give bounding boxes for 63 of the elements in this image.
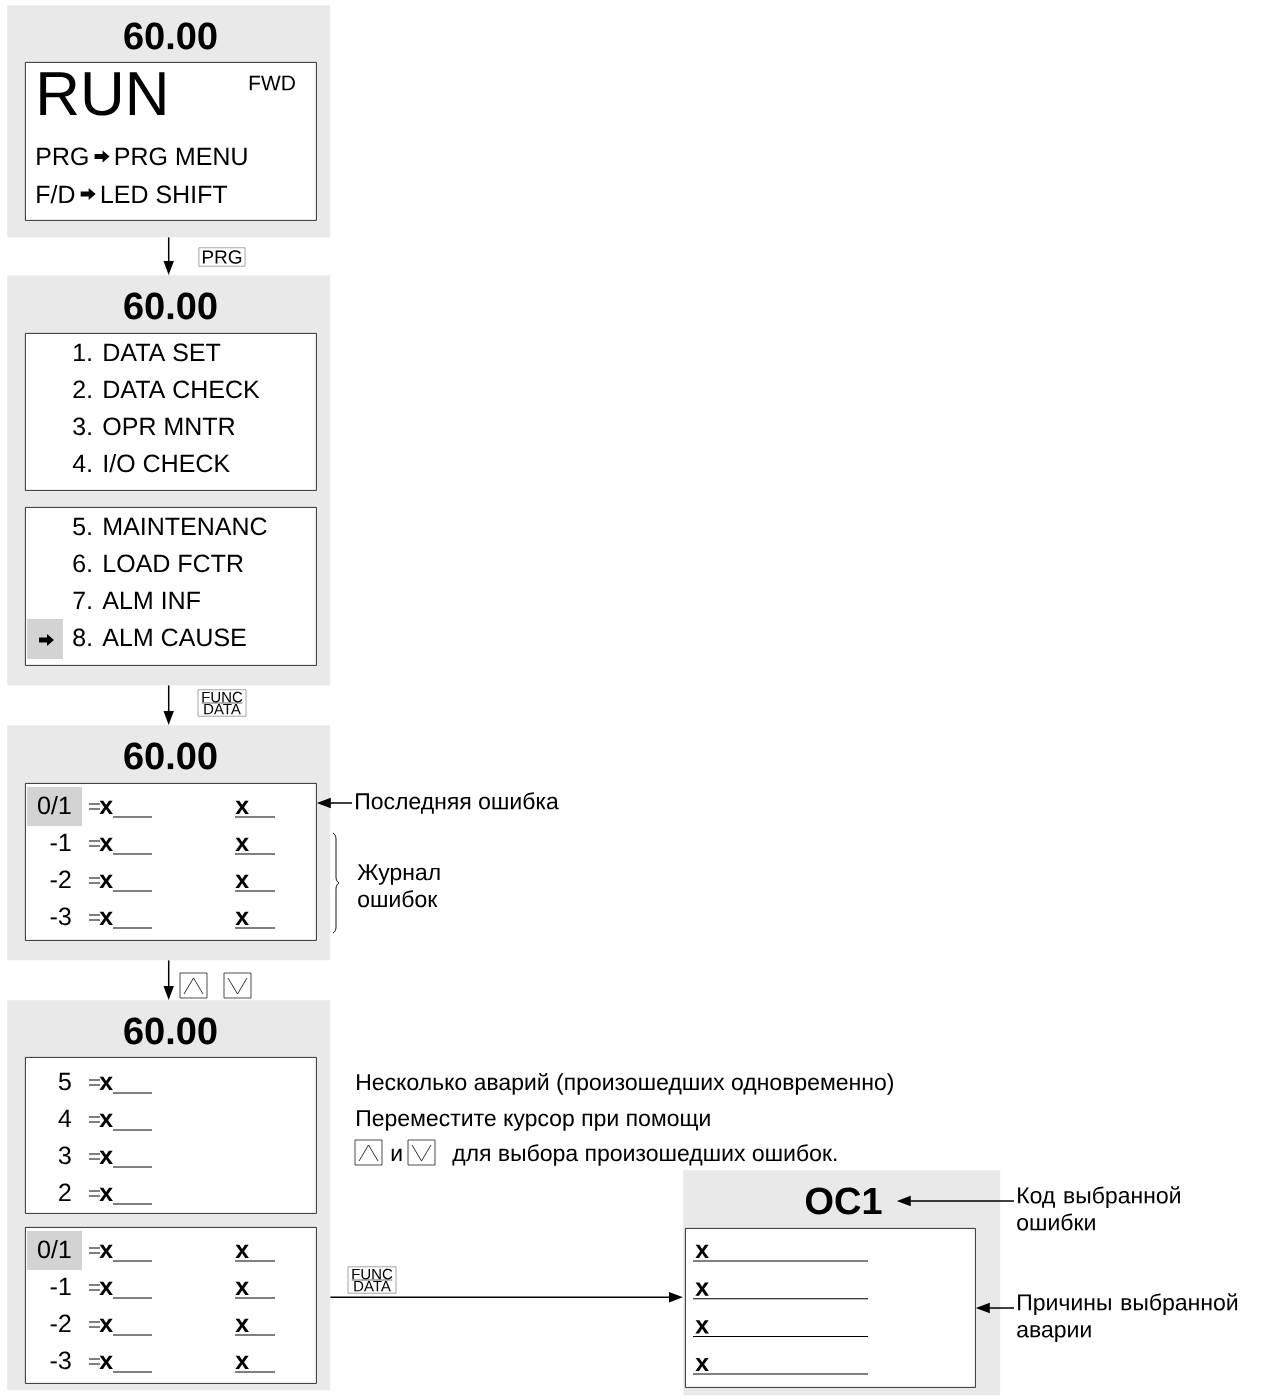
fault-entry: x	[88, 1244, 153, 1262]
annotation-text: для выбора произошедших ошибок.	[452, 1144, 837, 1166]
fault-entry: x	[88, 1076, 153, 1094]
fault-entry: x	[234, 800, 276, 818]
annotation-text: и	[391, 1148, 402, 1161]
row-number: 5	[58, 1072, 71, 1091]
fault-entry: x	[234, 1281, 276, 1299]
fault-entry: x	[692, 1282, 869, 1300]
fault-entry: x	[88, 1281, 153, 1299]
fault-entry: x	[234, 837, 276, 855]
row-number: 0/1	[38, 1239, 71, 1259]
annotation-text: Последняя ошибка	[356, 792, 559, 814]
lcd-screen: RUN FWD PRG PRG MENU F/D LED SHIFT	[25, 62, 317, 221]
row-number: 4	[58, 1109, 72, 1127]
row-number: -1	[50, 1277, 71, 1295]
fault-entry: x	[88, 1113, 153, 1131]
menu-item: 2. DATA CHECK	[73, 380, 260, 399]
menu-item: 3. OPR MNTR	[73, 417, 235, 436]
fault-entry: x	[234, 874, 276, 892]
fault-entry: x	[692, 1357, 869, 1375]
lcd-screen	[25, 783, 317, 941]
menu-item: 1. DATA SET	[74, 343, 221, 362]
menu-item: 6. LOAD FCTR	[73, 554, 243, 573]
annotation-text: Журнал ошибок	[357, 864, 440, 908]
fault-entry: x	[88, 911, 153, 929]
menu-item: 5. MAINTENANC	[73, 517, 267, 536]
annotation-text: Код выбранной ошибки	[1017, 1186, 1180, 1231]
fault-entry: x	[88, 837, 153, 855]
row-number: -2	[50, 870, 71, 888]
key-button: PRG	[198, 247, 246, 267]
fault-entry: x	[234, 1318, 276, 1336]
lcd-screen	[25, 1057, 317, 1214]
row-number: -2	[50, 1314, 71, 1332]
fault-entry: x	[234, 1244, 276, 1262]
row-number: -3	[50, 1351, 71, 1370]
menu-item: 8. ALM CAUSE	[73, 628, 246, 647]
fault-entry: x	[88, 1355, 153, 1373]
row-number: 0/1	[38, 795, 71, 815]
lcd-screen	[25, 1227, 317, 1384]
fault-entry: x	[88, 1318, 153, 1336]
row-number: 2	[59, 1183, 71, 1201]
lcd-screen	[685, 1228, 976, 1388]
row-number: -1	[50, 833, 71, 851]
fault-entry: x	[88, 800, 153, 818]
row-number: 3	[58, 1146, 71, 1165]
fault-entry: x	[88, 1150, 153, 1168]
lcd-screen	[25, 333, 317, 491]
fault-entry: x	[88, 1187, 153, 1205]
fault-entry: x	[234, 1355, 276, 1373]
fault-entry: x	[692, 1320, 869, 1337]
fault-code: OC1	[806, 1187, 882, 1215]
fault-entry: x	[88, 874, 153, 892]
annotation-text: Переместите курсор при помощи	[357, 1110, 710, 1131]
row-number: -3	[50, 907, 71, 926]
menu-item: 7. ALM INF	[73, 591, 200, 609]
lcd-screen	[25, 507, 317, 666]
annotation-text: Причины выбранной аварии	[1017, 1293, 1238, 1343]
fault-entry: x	[234, 911, 276, 929]
fault-entry: x	[692, 1244, 869, 1262]
annotation-text: Несколько аварий (произошедших одновременно)	[357, 1072, 893, 1095]
key-button: FUNC DATA	[197, 689, 247, 717]
key-button: FUNC DATA	[347, 1266, 397, 1294]
menu-item: 4. I/O CHECK	[72, 453, 230, 473]
